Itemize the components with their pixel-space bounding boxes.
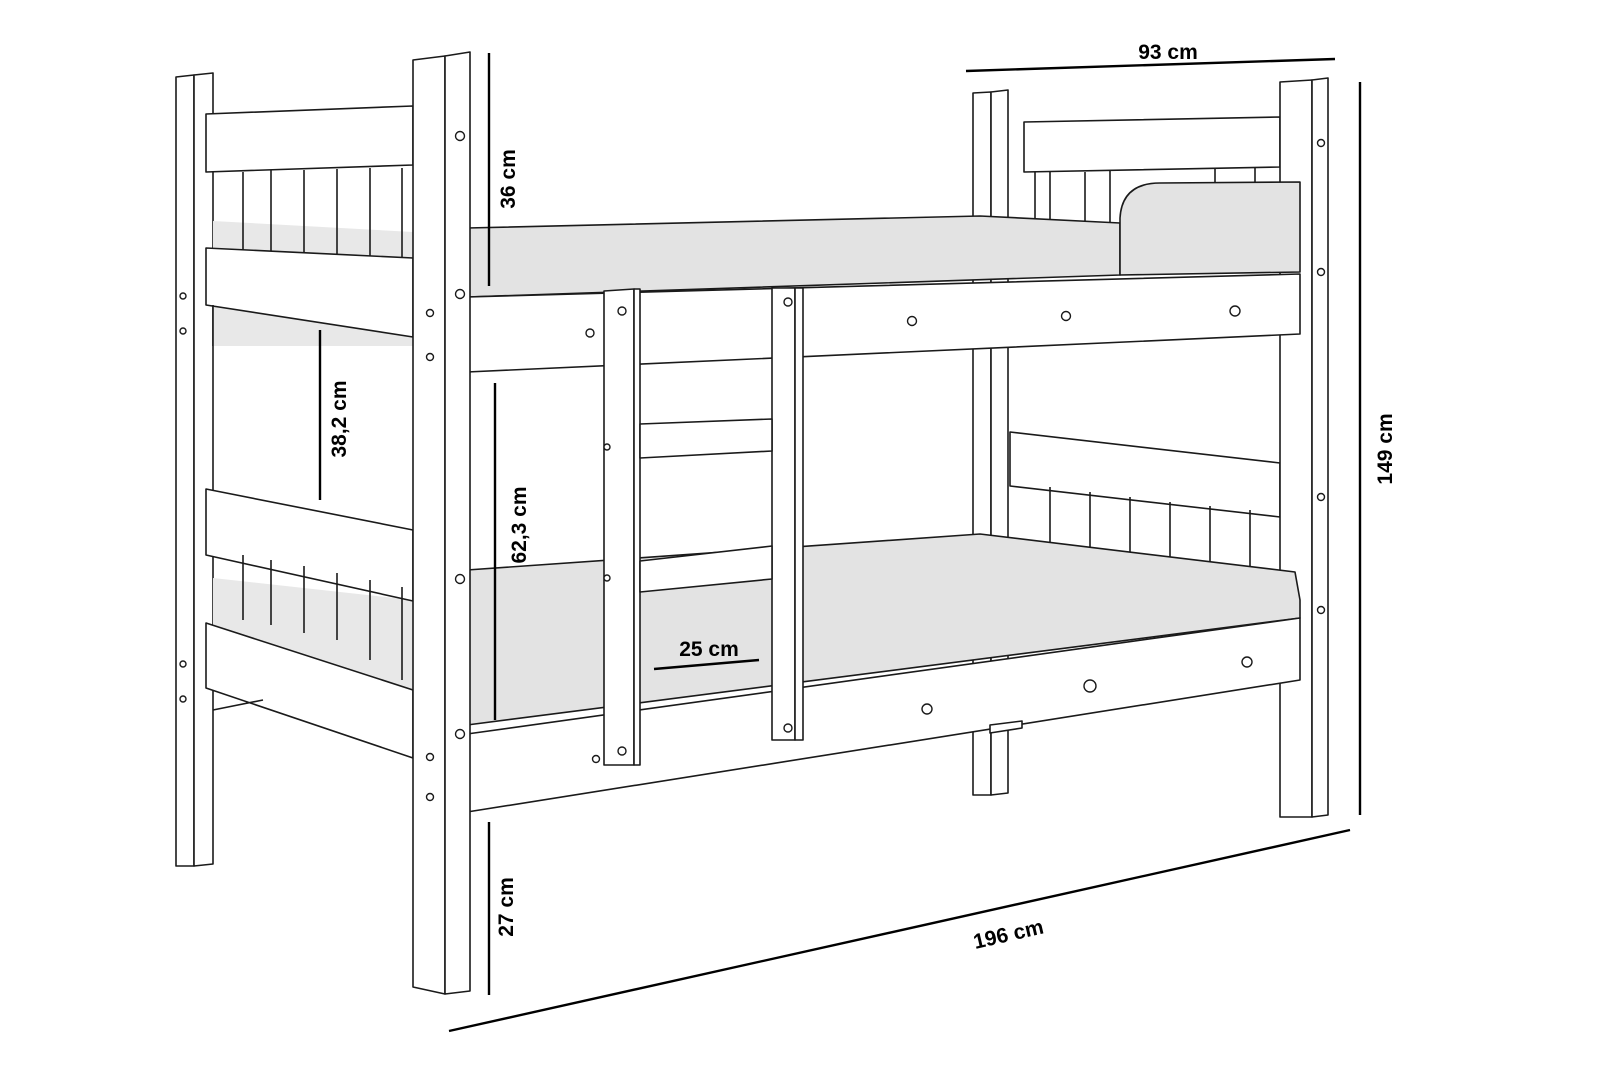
- length-dimension-line: [448, 828, 1351, 1033]
- ladder-width-dimension-line: [653, 658, 760, 671]
- width-dimension-line: [965, 57, 1336, 73]
- top-guard-label: 36 cm: [497, 149, 520, 209]
- ladder: [591, 287, 804, 766]
- right-top-guard: [1119, 181, 1301, 276]
- front-left-post: [412, 51, 471, 995]
- clearance-label: 62,3 cm: [508, 486, 531, 563]
- length-label: 196 cm: [971, 915, 1046, 953]
- left-lower-headboard: [205, 488, 414, 759]
- ladder-width-label: 25 cm: [679, 638, 739, 661]
- left-top-headboard: [205, 105, 414, 346]
- width-label: 93 cm: [1138, 41, 1198, 64]
- floor-clearance-label: 27 cm: [495, 877, 518, 937]
- lower-guard-label: 38,2 cm: [328, 380, 351, 457]
- height-label: 149 cm: [1374, 413, 1397, 484]
- left-far-post: [175, 72, 214, 867]
